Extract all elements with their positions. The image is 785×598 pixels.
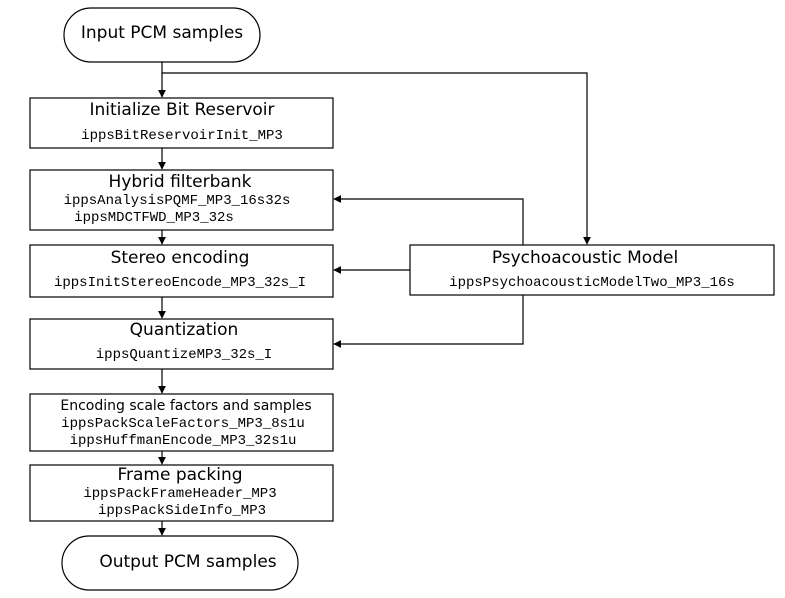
frame-title: Frame packing xyxy=(117,465,242,485)
frame-fn2: ippsPackSideInfo_MP3 xyxy=(98,503,266,519)
psycho-node: Psychoacoustic Model ippsPsychoacousticM… xyxy=(409,244,775,296)
psycho-title: Psychoacoustic Model xyxy=(492,248,678,268)
filterbank-fn1: ippsAnalysisPQMF_MP3_16s32s xyxy=(64,193,291,209)
quant-title: Quantization xyxy=(130,320,239,340)
stereo-title: Stereo encoding xyxy=(111,248,250,268)
input-label: Input PCM samples xyxy=(81,23,243,43)
psycho-fn: ippsPsychoacousticModelTwo_MP3_16s xyxy=(449,275,735,291)
filterbank-node: Hybrid filterbank ippsAnalysisPQMF_MP3_1… xyxy=(29,169,334,231)
encoding-title: Encoding scale factors and samples xyxy=(60,398,311,414)
bit-reservoir-title: Initialize Bit Reservoir xyxy=(90,100,275,120)
stereo-fn: ippsInitStereoEncode_MP3_32s_I xyxy=(54,275,306,291)
bit-reservoir-node: Initialize Bit Reservoir ippsBitReservoi… xyxy=(29,97,334,149)
filterbank-fn2: ippsMDCTFWD_MP3_32s xyxy=(74,210,234,226)
frame-fn1: ippsPackFrameHeader_MP3 xyxy=(83,486,276,502)
output-node: Output PCM samples xyxy=(61,535,299,591)
output-label: Output PCM samples xyxy=(99,552,276,572)
input-node: Input PCM samples xyxy=(63,7,261,63)
arrow-input-to-psycho xyxy=(162,72,591,245)
encoding-node: Encoding scale factors and samples ippsP… xyxy=(29,393,334,452)
encoding-fn2: ippsHuffmanEncode_MP3_32s1u xyxy=(70,433,297,449)
arrow-psycho-to-filterbank xyxy=(333,195,524,245)
stereo-node: Stereo encoding ippsInitStereoEncode_MP3… xyxy=(29,244,334,298)
quant-fn: ippsQuantizeMP3_32s_I xyxy=(96,347,272,363)
arrow-psycho-to-quant xyxy=(333,295,524,348)
bit-reservoir-fn: ippsBitReservoirInit_MP3 xyxy=(81,128,283,144)
filterbank-title: Hybrid filterbank xyxy=(109,172,252,192)
encoding-fn1: ippsPackScaleFactors_MP3_8s1u xyxy=(61,416,305,432)
frame-node: Frame packing ippsPackFrameHeader_MP3 ip… xyxy=(29,464,334,522)
quant-node: Quantization ippsQuantizeMP3_32s_I xyxy=(29,318,334,370)
